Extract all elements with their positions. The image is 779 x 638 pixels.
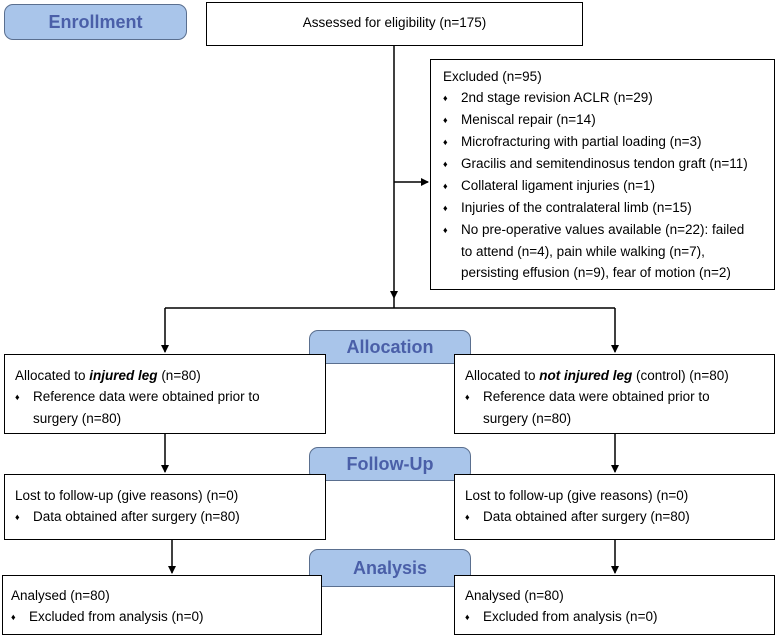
allocation-label-text: Allocation [346,336,434,357]
right-allocation-bullet: ♦ Reference data were obtained prior to [465,386,774,408]
excluded-item: ♦ Gracilis and semitendinosus tendon graf… [443,153,774,175]
excluded-title: Excluded (n=95) [443,69,542,84]
bullet-icon: ♦ [465,612,470,622]
excluded-item-continuation: persisting effusion (n=9), fear of motio… [461,265,731,280]
left-analysis-title: Analysed (n=80) [11,588,110,603]
excluded-item: ♦ 2nd stage revision ACLR (n=29) [443,87,774,109]
right-followup-bullet: ♦ Data obtained after surgery (n=80) [465,506,774,528]
right-allocation-emph: not injured leg [539,368,633,383]
right-allocation-bullet-cont: surgery (n=80) [483,411,572,426]
left-analysis-bullet-text: Excluded from analysis (n=0) [29,609,204,624]
bullet-icon: ♦ [443,181,448,191]
bullet-icon: ♦ [15,392,20,402]
bullet-icon: ♦ [465,512,470,522]
excluded-item: ♦ No pre-operative values available (n=22… [443,219,774,241]
assessed-box: Assessed for eligibility (n=175) [206,2,583,46]
bullet-icon: ♦ [443,159,448,169]
bullet-icon: ♦ [465,392,470,402]
right-allocation-box: Allocated to not injured leg (control) (… [454,354,775,434]
bullet-icon: ♦ [443,115,448,125]
left-allocation-box: Allocated to injured leg (n=80) ♦ Referen… [4,354,326,434]
excluded-item: ♦ Microfracturing with partial loading (n… [443,131,774,153]
left-followup-title: Lost to follow-up (give reasons) (n=0) [15,488,239,503]
right-allocation-title: Allocated to not injured leg (control) (… [465,365,774,386]
right-analysis-box: Analysed (n=80) ♦ Excluded from analysis … [454,575,775,635]
left-followup-box: Lost to follow-up (give reasons) (n=0) ♦… [4,474,326,540]
right-allocation-bullet-text: Reference data were obtained prior to [483,389,710,404]
right-followup-box: Lost to follow-up (give reasons) (n=0) ♦… [454,474,775,540]
excluded-item-text: Meniscal repair (n=14) [461,112,596,127]
analysis-label: Analysis [309,549,471,587]
excluded-item-text: No pre-operative values available (n=22)… [461,222,745,237]
left-allocation-title: Allocated to injured leg (n=80) [15,365,325,386]
followup-label-text: Follow-Up [346,453,434,474]
bullet-icon: ♦ [443,203,448,213]
left-analysis-box: Analysed (n=80) ♦ Excluded from analysis … [2,575,322,635]
bullet-icon: ♦ [11,612,16,622]
enrollment-label-text: Enrollment [48,11,143,32]
enrollment-label: Enrollment [4,4,187,40]
right-analysis-title: Analysed (n=80) [465,588,564,603]
allocation-label: Allocation [309,330,471,364]
left-allocation-bullet-text: Reference data were obtained prior to [33,389,260,404]
left-allocation-emph: injured leg [89,368,158,383]
excluded-box: Excluded (n=95) ♦ 2nd stage revision ACLR… [430,59,775,290]
left-analysis-bullet: ♦ Excluded from analysis (n=0) [11,606,321,628]
excluded-item-text: Gracilis and semitendinosus tendon graft… [461,156,748,171]
left-allocation-bullet-cont: surgery (n=80) [33,411,122,426]
excluded-item: ♦ Injuries of the contralateral limb (n=1… [443,197,774,219]
analysis-label-text: Analysis [352,557,428,578]
bullet-icon: ♦ [15,512,20,522]
left-followup-bullet-text: Data obtained after surgery (n=80) [33,509,240,524]
bullet-icon: ♦ [443,93,448,103]
right-allocation-suffix: (control) (n=80) [632,368,729,383]
excluded-item-continuation: to attend (n=4), pain while walking (n=7… [461,244,705,259]
excluded-item-text: Injuries of the contralateral limb (n=15… [461,200,692,215]
left-allocation-suffix: (n=80) [157,368,201,383]
followup-label: Follow-Up [309,447,471,481]
bullet-icon: ♦ [443,137,448,147]
excluded-item: ♦ Collateral ligament injuries (n=1) [443,175,774,197]
right-analysis-bullet: ♦ Excluded from analysis (n=0) [465,606,774,628]
assessed-text: Assessed for eligibility (n=175) [302,15,487,30]
excluded-item-text: 2nd stage revision ACLR (n=29) [461,90,653,105]
bullet-icon: ♦ [443,225,448,235]
excluded-item: ♦ Meniscal repair (n=14) [443,109,774,131]
right-allocation-prefix: Allocated to [465,368,540,383]
right-followup-title: Lost to follow-up (give reasons) (n=0) [465,488,689,503]
right-followup-bullet-text: Data obtained after surgery (n=80) [483,509,690,524]
excluded-item-text: Collateral ligament injuries (n=1) [461,178,655,193]
left-followup-bullet: ♦ Data obtained after surgery (n=80) [15,506,325,528]
left-allocation-prefix: Allocated to [15,368,90,383]
right-analysis-bullet-text: Excluded from analysis (n=0) [483,609,658,624]
left-allocation-bullet: ♦ Reference data were obtained prior to [15,386,325,408]
excluded-item-text: Microfracturing with partial loading (n=… [461,134,702,149]
